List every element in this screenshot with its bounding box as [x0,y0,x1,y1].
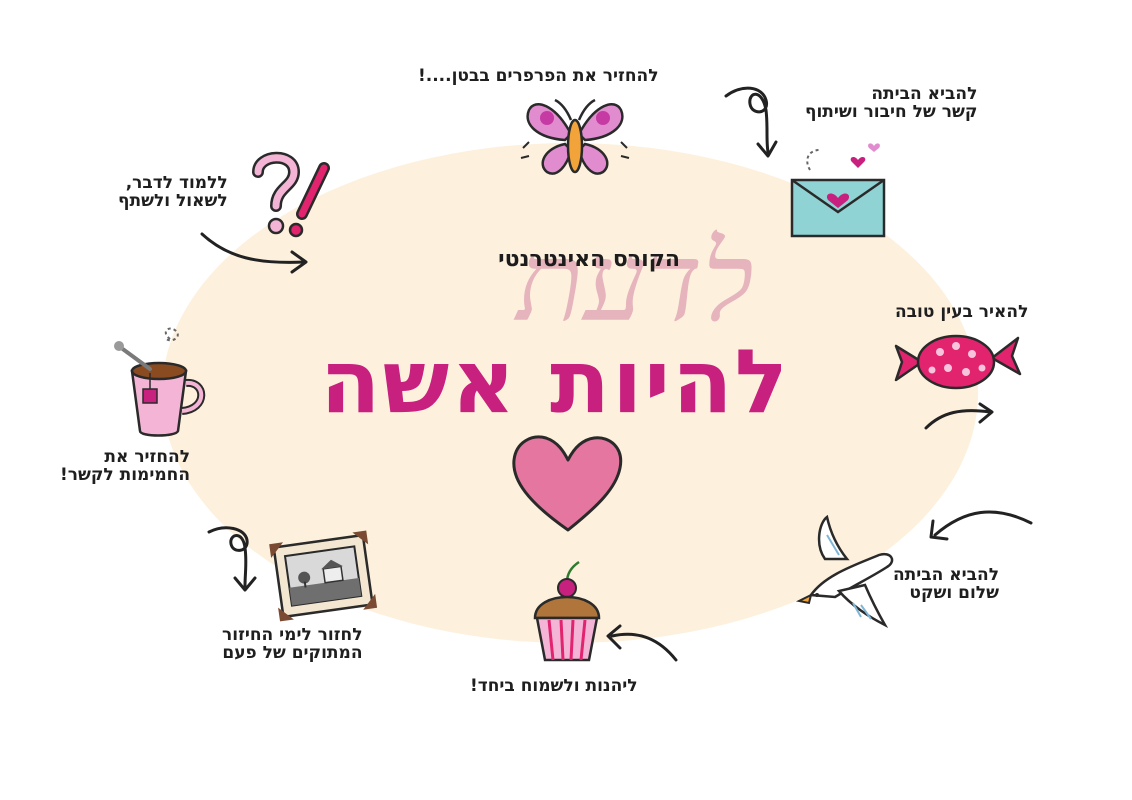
butterfly-icon [520,98,630,175]
label-text: להחזיר את הפרפרים בבטן....! [418,66,659,86]
candy-icon [894,334,1022,390]
label-warmth: להחזיר את החמימות לקשר! [60,448,190,484]
label-line-1: להביא הביתה [871,84,978,104]
label-line-2: קשר של חיבור ושיתוף [805,102,978,122]
heart-icon [512,435,623,532]
label-peace: להביא הביתה שלום ושקט [893,566,999,602]
dove-icon [795,515,894,628]
label-butterflies: להחזיר את הפרפרים בבטן....! [418,67,659,85]
label-learn: ללמוד לדבר, לשאול ולשתף [118,174,228,210]
label-line-1: לחזור לימי החיזור [222,625,363,645]
label-nostalgia: לחזור לימי החיזור המתוקים של פעם [222,626,363,662]
label-good-eye: להאיר בעין טובה [895,303,1028,321]
photo-frame-icon [269,530,378,622]
label-enjoy: ליהנות ולשמוח ביחד! [470,677,638,695]
main-title: להיות אשה [320,330,790,433]
tea-cup-icon [114,327,206,437]
label-line-1: להביא הביתה [893,565,999,585]
label-line-2: המתוקים של פעם [222,643,363,663]
cupcake-icon [533,560,601,662]
label-connection: להביא הביתה קשר של חיבור ושיתוף [805,85,977,121]
script-word: לדעת [516,218,754,346]
arrow-peace [929,510,1033,541]
arrow-learn [200,232,308,274]
curly-arrow-top-right [724,86,778,158]
label-line-1: ללמוד לדבר, [125,173,228,193]
label-line-2: החמימות לקשר! [60,465,191,485]
label-line-2: לשאול ולשתף [118,191,228,211]
curly-arrow-bottom-left [207,526,257,592]
envelope-icon [790,143,886,238]
arrow-enjoy [606,624,678,662]
label-text: להאיר בעין טובה [895,302,1029,322]
label-line-2: שלום ושקט [909,583,999,603]
label-text: ליהנות ולשמוח ביחד! [470,676,638,696]
label-line-1: להחזיר את [104,447,191,467]
arrow-good-eye [924,402,994,430]
question-exclamation-icon [252,151,330,238]
course-subtitle: הקורס האינטרנטי [498,247,680,272]
